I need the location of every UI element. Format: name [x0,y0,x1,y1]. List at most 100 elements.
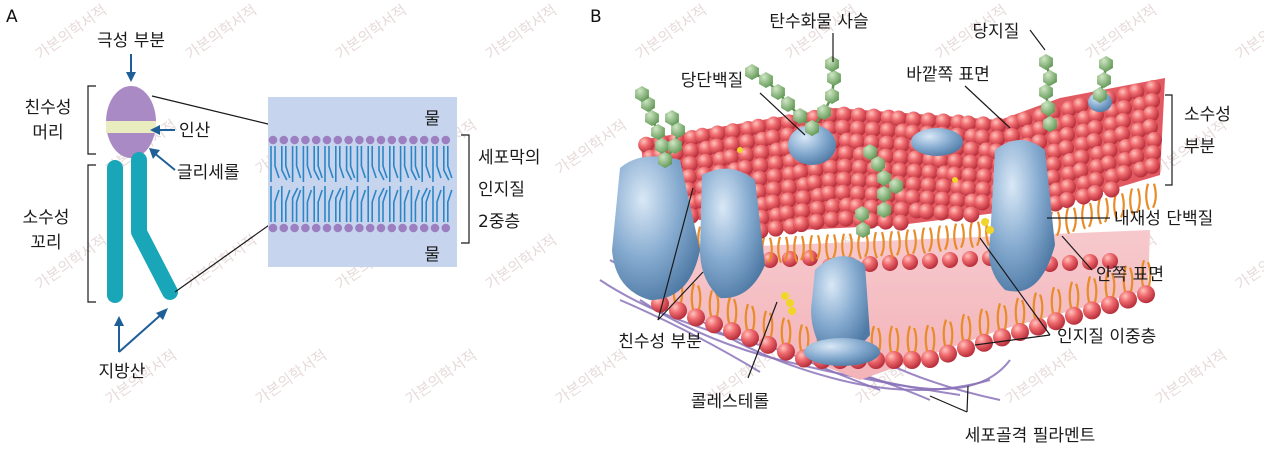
glycolipid-label: 당지질 [973,22,1020,42]
panel-b: B [590,7,1231,446]
lipid-head [921,350,939,368]
peripheral-protein [911,128,963,156]
lipid-head-dot [355,136,364,145]
lipid-head-dot [377,136,386,145]
panel-b-letter: B [590,7,602,27]
lipid-head [933,204,949,220]
cytoskeleton-label: 세포골격 필라멘트 [965,426,1096,446]
lipid-head-dot [301,224,310,233]
fatty-acid-tail-right [139,160,170,292]
lipid-head-dot [431,224,440,233]
watermark-text: 가본의학서적 [782,1,860,63]
lipid-head-dot [334,224,343,233]
water-bottom-label: 물 [424,245,440,265]
lipid-head-dot [323,224,332,233]
bilayer-box: 물 물 [268,97,457,267]
sugar-unit [1039,54,1053,70]
lipid-head-dot [355,224,364,233]
lipid-head [723,322,741,340]
watermark-text: 가본의학서적 [482,1,560,63]
lipid-head [1137,285,1155,303]
lipid-head [957,339,975,357]
lipid-head-dot [280,224,289,233]
fatty-acid-label: 지방산 [99,362,146,382]
watermark-text: 가본의학서적 [1232,1,1264,63]
watermark-text: 가본의학서적 [1082,1,1160,63]
inner-surface-label: 안쪽 표면 [1096,265,1164,285]
lipid-head-dot [301,136,310,145]
watermark-text: 가본의학서적 [1232,231,1264,293]
lipid-head [903,351,921,369]
cytoskeleton-leader-1 [930,396,967,412]
lipid-head [963,206,979,222]
phospholipid-bilayer-label: 인지질 이중층 [1057,327,1156,347]
watermark-text: 가본의학서적 [552,116,630,178]
hydrophilic-head-label-2: 머리 [32,123,63,143]
sugar-unit [745,64,759,80]
lipid-head [741,329,759,347]
cholesterol-dot [788,307,796,315]
lipid-head-dot [366,136,375,145]
watermark-text: 가본의학서적 [1002,346,1080,408]
lipid-head [962,251,978,267]
lipid-head-dot [420,224,429,233]
lipid-head [882,255,898,271]
glycerol-label: 글리세롤 [177,163,240,183]
hydrophobic-tail-label-2: 꼬리 [30,233,61,253]
lipid-head [1101,296,1119,314]
lipid-head [1059,192,1075,208]
lipid-head-dot [398,224,407,233]
integral-protein-right [989,140,1055,292]
lipid-head [974,194,990,210]
integral-protein-label: 내재성 단백질 [1114,209,1213,229]
lipid-head-dot [344,224,353,233]
lipid-head [1116,165,1132,181]
lipid-head [1062,255,1078,271]
cholesterol-dot [981,218,989,226]
cholesterol-dot [781,292,789,300]
lipid-head-dot [431,136,440,145]
phospholipid-molecule [106,86,170,303]
lipid-head-dot [290,224,299,233]
lipid-head [919,204,935,220]
arrow-head-icon [114,316,124,326]
sugar-unit [825,88,839,104]
lipid-head-dot [269,224,278,233]
watermark-text: 가본의학서적 [552,346,630,408]
watermark-text: 가본의학서적 [402,346,480,408]
cholesterol-dot [952,177,958,183]
lipid-head-dot [312,136,321,145]
lipid-head-dot [388,136,397,145]
watermark-text: 가본의학서적 [632,1,710,63]
lipid-head [809,214,825,230]
lipid-head [885,351,903,369]
lipid-head-dot [409,136,418,145]
lipid-head [777,343,795,361]
fatty-acid-tail-left [107,160,123,303]
lipid-head-dot [344,136,353,145]
sugar-unit [1097,72,1111,88]
panel-a-letter: A [6,7,18,27]
lipid-tail [1146,184,1156,210]
lipid-head-dot [269,136,278,145]
lipid-head-dot [312,224,321,233]
lipid-head-dot [420,136,429,145]
bilayer-bracket [461,135,469,243]
panel-a: A 극성 부분 친수성 머리 인산 글리세롤 소수성 꼬리 지방산 [6,7,541,382]
lipid-head [948,205,964,221]
cholesterol-dot [786,299,794,307]
lipid-head-dot [323,136,332,145]
lipid-head [1087,185,1103,201]
carbohydrate-chain-label: 탄수화물 사슬 [769,12,868,32]
lipid-head [902,254,918,270]
lipid-head [1083,301,1101,319]
bilayer-label-3: 2중층 [478,212,520,232]
lipid-head [1104,182,1120,198]
watermark-text: 가본의학서적 [182,1,260,63]
bilayer-label-1: 세포막의 [478,148,541,168]
lipid-head-dot [442,224,451,233]
phosphate-label: 인산 [179,121,211,141]
cholesterol-dot [986,226,994,234]
arrow-head-icon [126,72,136,82]
